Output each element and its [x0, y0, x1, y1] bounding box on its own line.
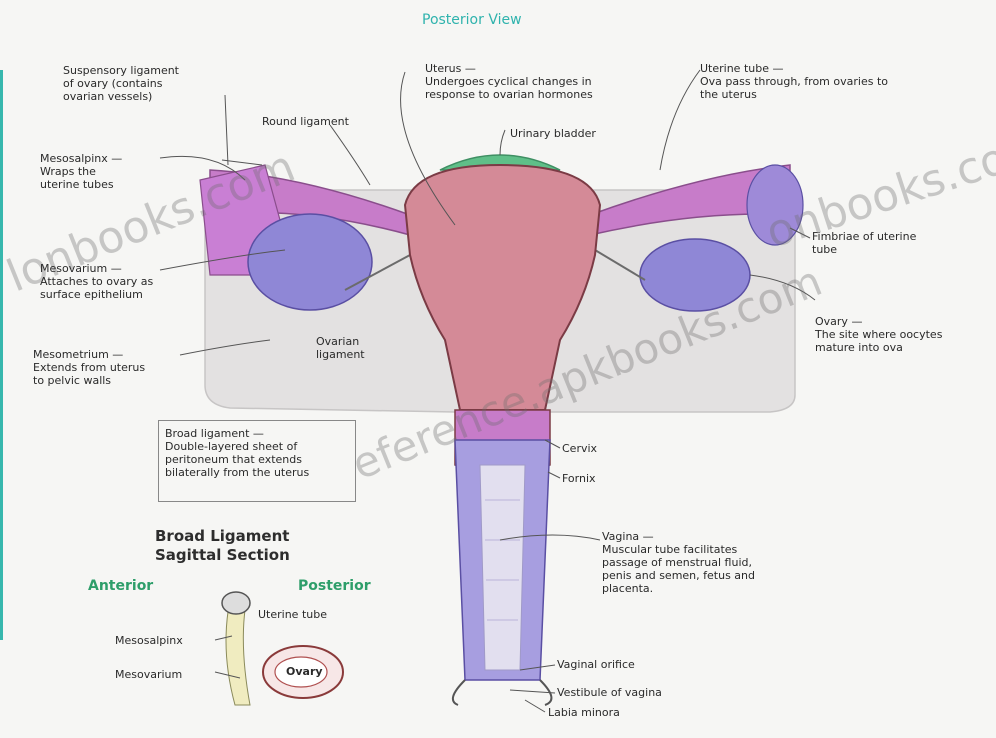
label-round-ligament: Round ligament: [262, 115, 349, 128]
label-vestibule: Vestibule of vagina: [557, 686, 662, 699]
label-broad-ligament: Broad ligament — Double-layered sheet of…: [165, 427, 309, 479]
sagittal-tube: [222, 592, 250, 614]
label-labia-minora: Labia minora: [548, 706, 620, 719]
label-fornix: Fornix: [562, 472, 596, 485]
label-mesovarium: Mesovarium — Attaches to ovary as surfac…: [40, 262, 153, 301]
diagram-title: Posterior View: [422, 12, 522, 28]
sagittal-label-ovary: Ovary: [286, 665, 323, 678]
label-fimbriae: Fimbriae of uterine tube: [812, 230, 916, 256]
label-vaginal-orifice: Vaginal orifice: [557, 658, 635, 671]
label-vagina: Vagina — Muscular tube facilitates passa…: [602, 530, 755, 595]
labia-shape: [453, 680, 552, 705]
label-posterior: Posterior: [298, 578, 371, 594]
label-cervix: Cervix: [562, 442, 597, 455]
label-mesometrium: Mesometrium — Extends from uterus to pel…: [33, 348, 145, 387]
label-anterior: Anterior: [88, 578, 153, 594]
sagittal-sheet: [226, 600, 250, 705]
label-suspensory-ligament: Suspensory ligament of ovary (contains o…: [63, 64, 179, 103]
sagittal-label-uterine-tube: Uterine tube: [258, 608, 327, 621]
label-ovarian-ligament: Ovarian ligament: [316, 335, 365, 361]
sagittal-section-title: Broad Ligament Sagittal Section: [155, 527, 290, 565]
label-ovary: Ovary — The site where oocytes mature in…: [815, 315, 942, 354]
broad-ligament-box: Broad ligament — Double-layered sheet of…: [158, 420, 356, 502]
sagittal-label-mesosalpinx: Mesosalpinx: [115, 634, 183, 647]
label-uterine-tube: Uterine tube — Ova pass through, from ov…: [700, 62, 888, 101]
sagittal-label-mesovarium: Mesovarium: [115, 668, 182, 681]
label-mesosalpinx: Mesosalpinx — Wraps the uterine tubes: [40, 152, 122, 191]
vaginal-lumen: [480, 465, 525, 670]
label-uterus: Uterus — Undergoes cyclical changes in r…: [425, 62, 593, 101]
left-ovary-shape: [248, 214, 372, 310]
label-urinary-bladder: Urinary bladder: [510, 127, 596, 140]
